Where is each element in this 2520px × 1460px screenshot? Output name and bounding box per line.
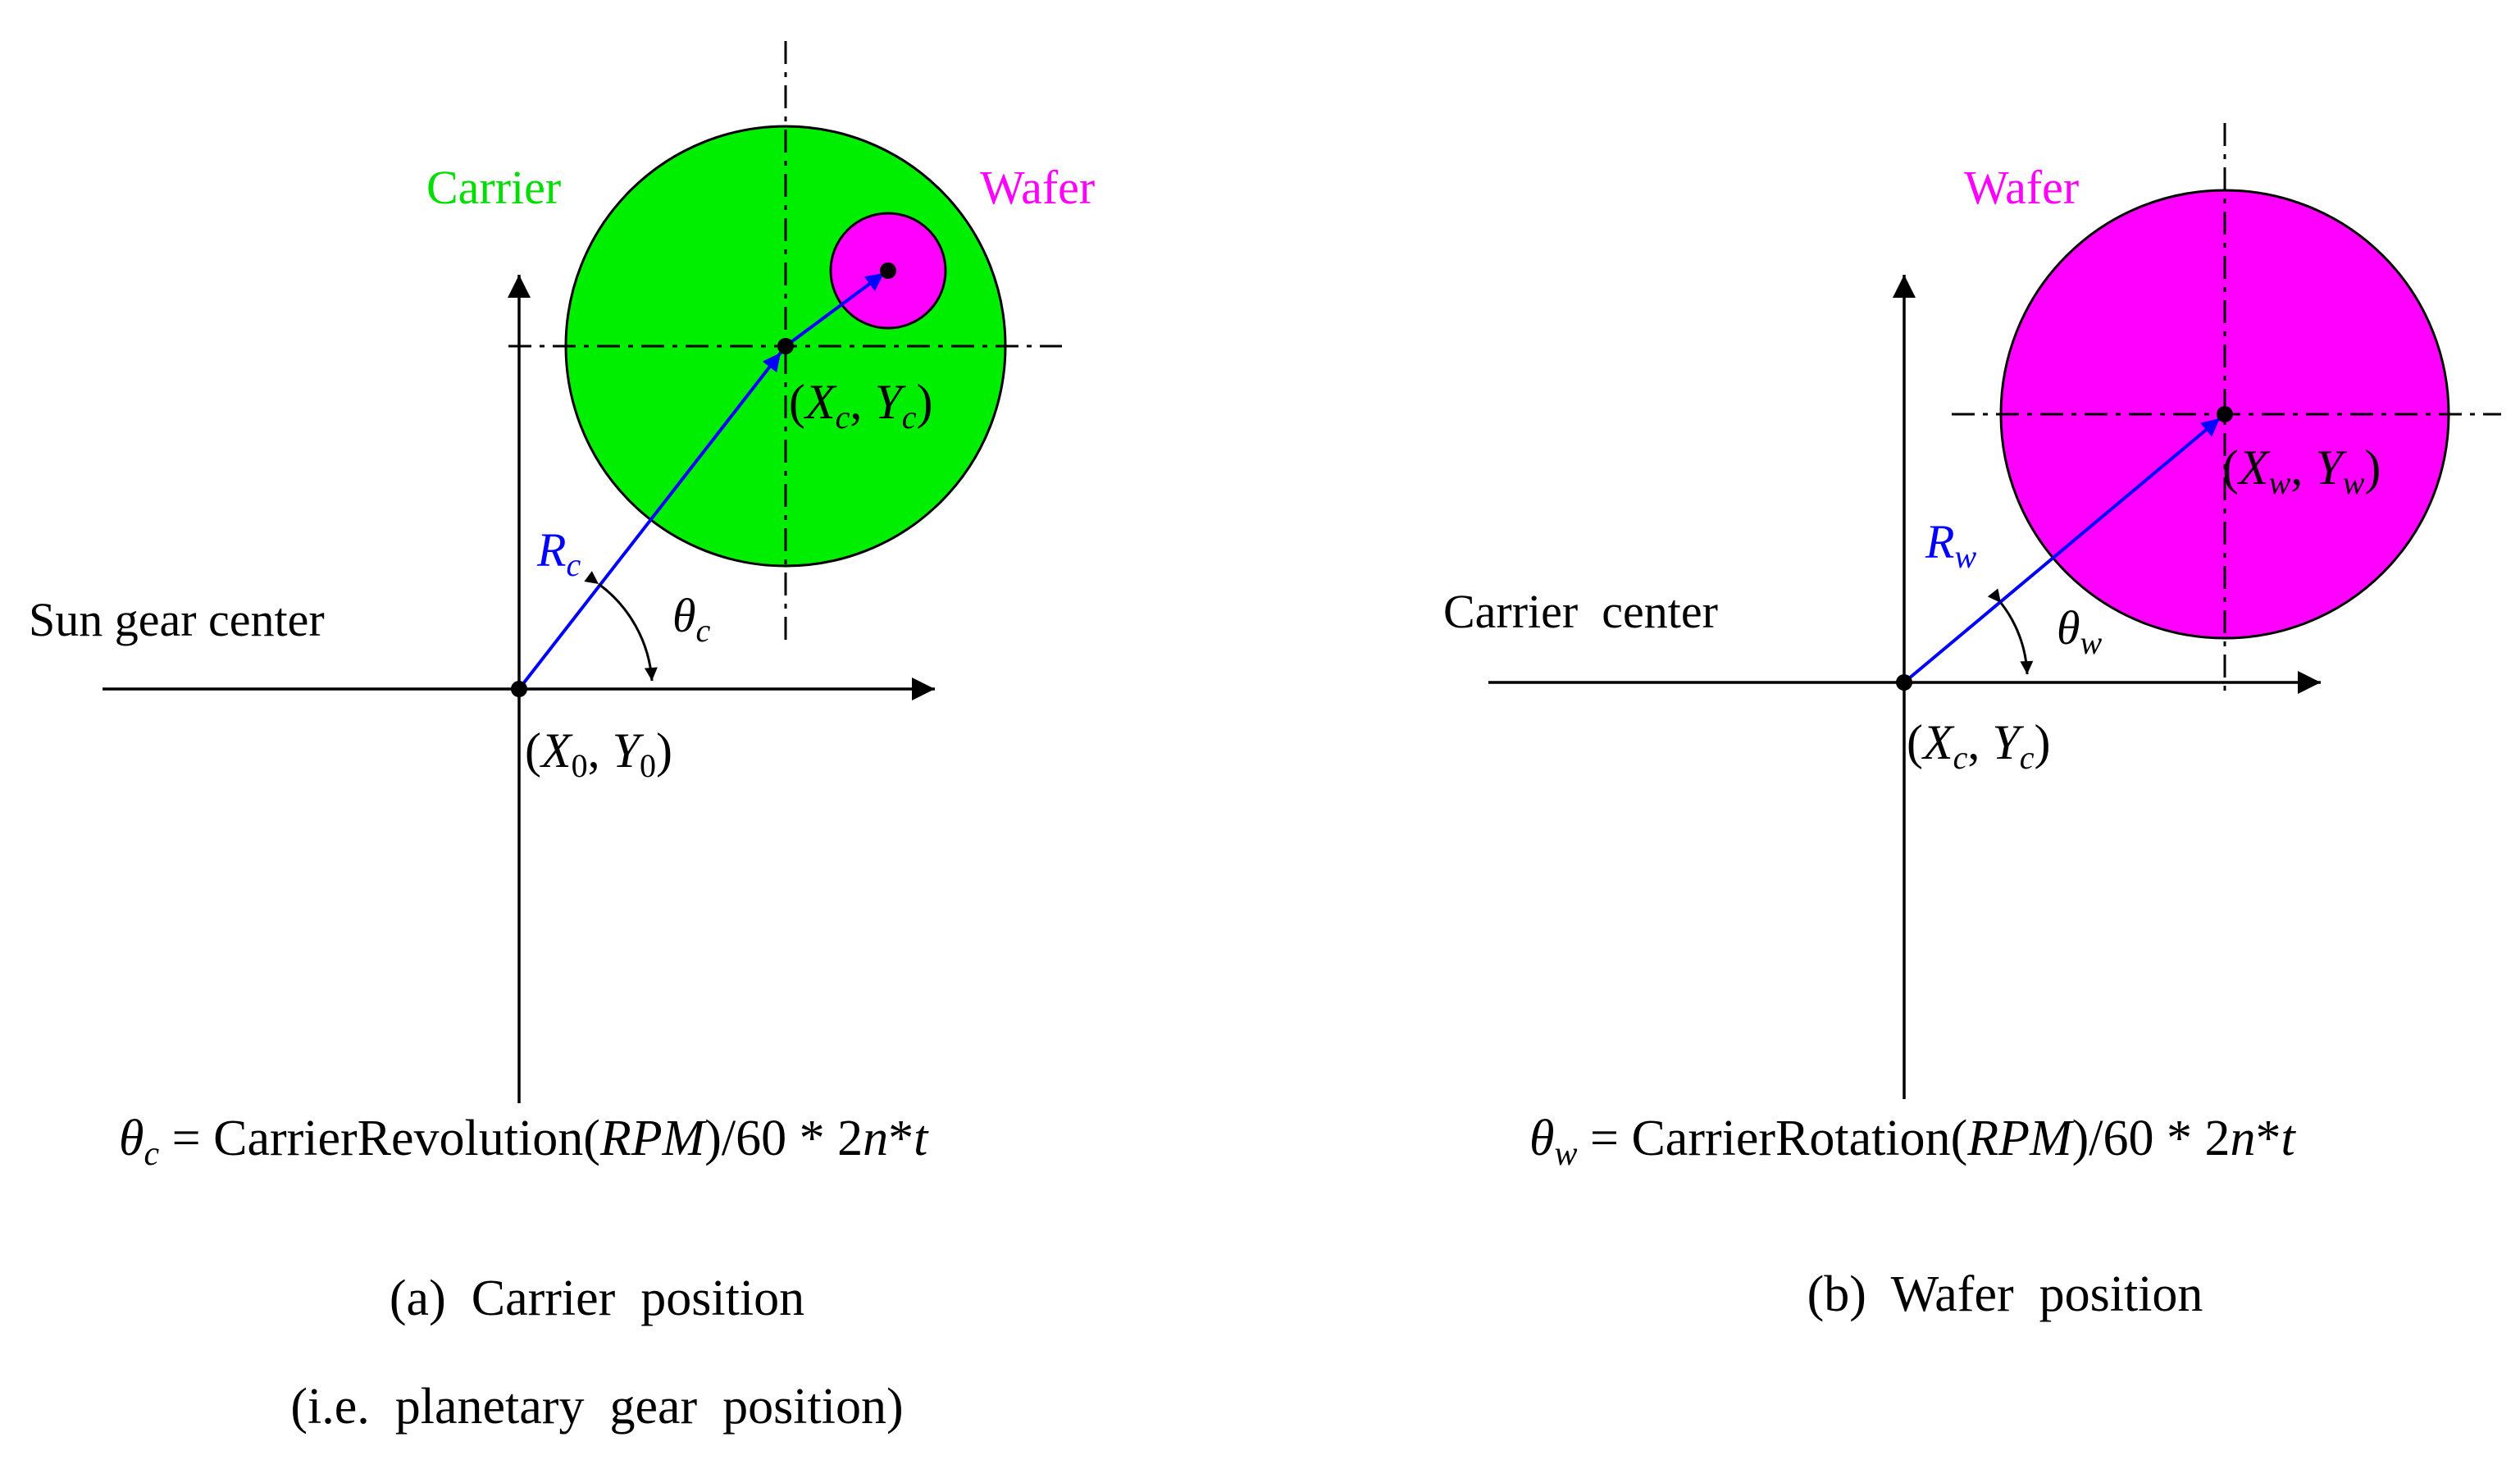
caption-b-line1: (b) Wafer position [1807, 1266, 2203, 1322]
wafer-label-b: Wafer [1964, 161, 2079, 214]
origin-point-dot-b [1896, 674, 1912, 691]
carrier-center-dot [777, 338, 794, 354]
origin-point-dot [511, 681, 527, 697]
angle-label-theta-c: θc [672, 589, 711, 649]
origin-coords-b: (Xc, Yc) [1907, 715, 2051, 776]
radius-label-rw: Rw [1925, 515, 1976, 575]
caption-a-line2: (i.e. planetary gear position) [290, 1379, 903, 1435]
angle-label-theta-w: θw [2057, 601, 2103, 661]
caption-a-line1: (a) Carrier position [390, 1271, 804, 1326]
wafer-offset-vector [784, 271, 886, 348]
carrier-label: Carrier [426, 161, 561, 214]
wafer-center-dot [880, 262, 896, 279]
equation-b: θw = CarrierRotation(RPM)/60 * 2n*t [1529, 1111, 2297, 1173]
angle-arc-theta-c [584, 571, 658, 682]
wafer-center-dot-b [2217, 406, 2233, 422]
carrier-center-coords: (Xc, Yc) [789, 375, 933, 436]
wafer-label: Wafer [980, 161, 1095, 214]
origin-coords: (X0, Y0) [525, 723, 672, 784]
radius-vector-rw [1903, 417, 2222, 684]
equation-a: θc = CarrierRevolution(RPM)/60 * 2n*t [119, 1111, 929, 1173]
radius-label-rc: Rc [536, 523, 581, 583]
panel-a: Carrier Wafer Sun gear center (Xc, Yc) (… [29, 41, 1095, 1435]
origin-label-b: Carrier center [1443, 585, 1718, 638]
wafer-center-coords: (Xw, Yw) [2222, 440, 2381, 501]
panel-b: Wafer Carrier center (Xw, Yw) (Xc, Yc) R… [1443, 123, 2501, 1322]
origin-label: Sun gear center [29, 593, 325, 646]
radius-vector-rc [517, 351, 782, 691]
angle-arc-theta-w [1987, 588, 2034, 675]
